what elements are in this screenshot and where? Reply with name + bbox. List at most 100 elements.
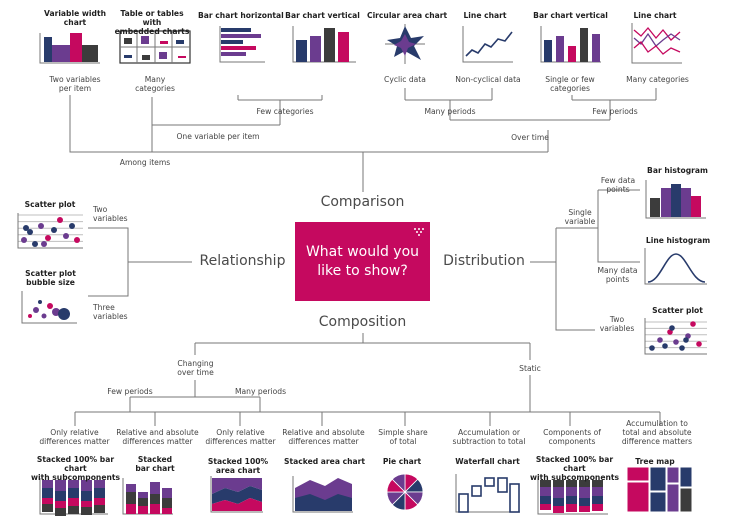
distribution-few-points: Few data points — [600, 176, 636, 194]
distribution-line-histogram-title: Line histogram — [645, 236, 711, 245]
composition-chart-title-2: Stacked bar chart — [135, 455, 175, 473]
dots-icon — [414, 228, 424, 236]
line-chart-many-series — [633, 41, 681, 55]
composition-chart-title-1: Stacked 100% bar chart with subcomponent… — [30, 455, 121, 482]
waterfall-bar — [458, 493, 469, 513]
label-few-periods: Few periods — [592, 107, 638, 116]
comparison-title-7: Bar chart vertical — [533, 11, 608, 20]
comparison-title-4: Bar chart vertical — [285, 11, 360, 20]
stacked100-sub-segment — [68, 488, 79, 498]
stacked100-sub-segment — [42, 488, 53, 498]
stacked100-sub-2-segment — [553, 480, 564, 487]
scatter-axis — [17, 213, 83, 249]
stacked100-sub-2-segment — [579, 487, 590, 498]
stacked-bar-segment — [162, 488, 172, 498]
distribution-scatter-point — [679, 345, 685, 351]
embedded-mini-bar — [142, 55, 150, 60]
relationship-scatter-title: Scatter plot — [24, 200, 76, 209]
stacked100-sub-2-segment — [579, 506, 590, 512]
pie-slice — [391, 473, 406, 493]
category-distribution: Distribution — [443, 253, 525, 269]
comparison-title-1: Variable width chart — [44, 9, 106, 27]
relationship-three-variables: Three variables — [93, 303, 128, 321]
category-comparison: Comparison — [320, 194, 405, 210]
distribution-scatter-point — [673, 339, 679, 345]
stacked100-sub-2-segment — [592, 487, 603, 496]
bar-histogram-bar — [650, 198, 660, 217]
distribution-scatter-title: Scatter plot — [652, 306, 703, 315]
connector-comparison-trunk — [69, 95, 364, 192]
embedded-mini-bar — [124, 55, 132, 58]
stacked100-sub-2-segment — [553, 506, 564, 513]
line-histogram-axis — [644, 248, 707, 285]
stacked-bar-segment — [162, 498, 172, 508]
scatter-point — [21, 237, 27, 243]
stacked100-area-layer — [212, 486, 262, 504]
stacked100-sub-segment — [55, 480, 66, 491]
label-few-categories: Few categories — [256, 107, 314, 116]
stacked-bar-segment — [138, 498, 148, 506]
bar-horizontal-bar — [221, 40, 243, 44]
center-question-box: What would you like to show? — [295, 222, 430, 301]
treemap-cell — [679, 466, 693, 488]
stacked100-area-layer — [212, 478, 262, 494]
stacked100-sub-segment — [68, 506, 79, 514]
bar-horizontal-bar — [221, 34, 261, 38]
stacked100-sub-segment — [94, 505, 105, 513]
stacked100-area-layer — [212, 498, 262, 511]
bar-horizontal-bar — [221, 28, 251, 32]
variable-width-bar — [44, 37, 52, 62]
line-chart-many-axis — [631, 23, 682, 64]
bar-vertical-2-bar — [544, 40, 552, 62]
relationship-two-variables: Two variables — [93, 205, 128, 223]
waterfall-bar — [497, 477, 508, 493]
composition-condition-8: Accumulation to total and absolute diffe… — [621, 419, 693, 446]
stacked100-sub-segment — [94, 488, 105, 498]
comparison-condition-8: Many categories — [626, 75, 689, 84]
bar-vertical-2-bar — [568, 46, 576, 62]
bubble-point — [28, 314, 32, 318]
scatter-point — [57, 217, 63, 223]
waterfall-axis — [455, 474, 520, 513]
stacked-bar-segment — [138, 506, 148, 514]
category-relationship: Relationship — [199, 253, 286, 269]
stacked100-sub-2-segment — [579, 498, 590, 506]
bar-vertical-bar — [324, 28, 335, 62]
bar-histogram-bar — [671, 184, 681, 217]
distribution-scatter-point — [657, 337, 663, 343]
connector-single-branches — [597, 190, 640, 263]
bar-vertical-bar — [296, 40, 307, 62]
comparison-title-5: Circular area chart — [367, 11, 448, 20]
stacked-bar-segment — [150, 504, 160, 514]
stacked100-sub-2-segment — [553, 487, 564, 498]
stacked100-sub-segment — [55, 491, 66, 501]
stacked-bar-segment — [126, 492, 136, 504]
stacked100-sub-2-segment — [592, 504, 603, 511]
scatter-point — [23, 225, 29, 231]
scatter-point — [32, 241, 38, 247]
stacked100-sub-2-segment — [566, 504, 577, 512]
composition-chart-title-5: Pie chart — [382, 457, 422, 466]
connector-distribution-branches — [555, 228, 595, 331]
scatter-point — [74, 237, 80, 243]
embedded-mini-bar — [124, 38, 132, 44]
distribution-scatter-axis — [644, 318, 707, 355]
stacked100-sub-2-segment — [592, 480, 603, 487]
waterfall-bar — [484, 477, 495, 487]
stacked100-sub-segment — [55, 501, 66, 508]
scatter-point — [51, 227, 57, 233]
stacked100-sub-2-segment — [579, 480, 590, 487]
stacked100-sub-2-axis — [537, 478, 608, 515]
embedded-mini-bar — [176, 40, 184, 44]
composition-chart-title-8: Tree map — [635, 457, 675, 466]
stacked100-sub-2-segment — [540, 496, 551, 504]
composition-condition-3: Only relative differences matter — [205, 428, 276, 446]
comparison-condition-7: Single or few categories — [545, 75, 595, 93]
comparison-title-6: Line chart — [463, 11, 507, 20]
scatter-point — [38, 223, 44, 229]
composition-condition-6: Accumulation or subtraction to total — [452, 428, 526, 446]
composition-few-periods: Few periods — [107, 387, 153, 396]
bar-histogram-bar — [661, 188, 671, 217]
composition-chart-title-4: Stacked area chart — [284, 457, 365, 466]
